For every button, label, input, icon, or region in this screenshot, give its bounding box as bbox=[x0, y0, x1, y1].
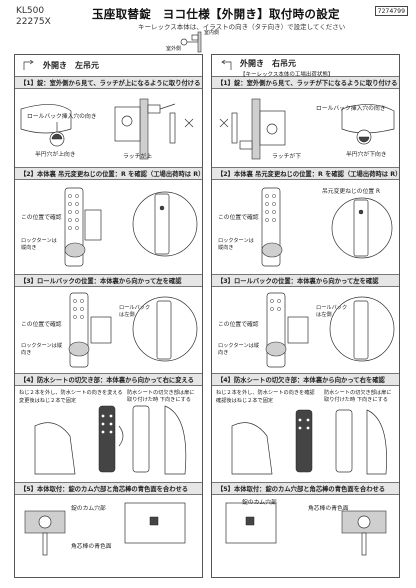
right-step-5-title: 【5】本体取付：錠のカム穴部と角芯棒の青色面を合わせる bbox=[212, 482, 399, 495]
left-step-3-panel: ロールバックは左側 この位置で確認 ロックターンは縦向き bbox=[15, 287, 202, 373]
model-line-1: KL500 bbox=[16, 6, 45, 16]
right-step-5-panel: 錠のカム穴部 角芯棒の青色面 bbox=[212, 495, 399, 557]
page-subtitle: キーレックス本体は、イラストの向き（タテ向き）で設定してください bbox=[138, 23, 346, 31]
right-step2-label-a: 吊元変更ねじの位置 R bbox=[322, 189, 381, 195]
left-step-4-panel: ねじ２本を外し、防水シートの向きを変える 変更後はねじ２本で固定 防水シートの切… bbox=[15, 386, 202, 482]
orientation-diagram: 室内側 室外側 bbox=[140, 30, 270, 54]
label-indoor: 室内側 bbox=[204, 30, 220, 36]
left-step4-label-a: ねじ２本を外し、防水シートの向きを変える bbox=[19, 390, 123, 396]
right-step1-label-b: 半円穴が下向き bbox=[346, 152, 387, 158]
factory-default-note: 【キーレックス本体の工場出荷状態】 bbox=[240, 72, 334, 78]
right-hinge-column: 外開き 右吊元 【キーレックス本体の工場出荷状態】 【1】錠：室外側から見て、ラ… bbox=[211, 54, 400, 578]
left-hinge-column: 外開き 左吊元 【1】錠：室外側から見て、ラッチが上になるように取り付ける ロー… bbox=[14, 54, 203, 578]
right-step5-label-a: 錠のカム穴部 bbox=[242, 500, 277, 506]
right-step1-label-c: ラッチが下 bbox=[272, 154, 301, 160]
left-step-2-panel: この位置で確認 ロックターンは縦向き bbox=[15, 180, 202, 274]
right-step4-label-b: 確認後はねじ２本で固定 bbox=[216, 398, 274, 404]
door-swing-arrow-icon bbox=[23, 60, 34, 70]
left-step2-label-b: ロックターンは縦向き bbox=[21, 238, 57, 251]
left-step-4-title: 【4】防水シートの切欠き部：本体裏から向かって右に変える bbox=[15, 373, 202, 386]
left-step1-label-b: 半円穴が上向き bbox=[35, 152, 76, 158]
right-step-4-title: 【4】防水シートの切欠き部：本体裏から向かって右を確認 bbox=[212, 373, 399, 386]
right-heading: 外開き 右吊元 【キーレックス本体の工場出荷状態】 bbox=[212, 55, 399, 78]
right-step-4-panel: ねじ２本を外し、防水シートの向きを確認 確認後はねじ２本で固定 防水シートの切欠… bbox=[212, 386, 399, 482]
label-outdoor: 室外側 bbox=[166, 46, 182, 52]
left-step5-label-b: 角芯棒の青色面 bbox=[71, 544, 112, 550]
right-step3-label-b: この位置で確認 bbox=[218, 322, 259, 328]
model-number: KL500 22275X bbox=[16, 6, 51, 28]
left-step4-label-b: 変更後はねじ２本で固定 bbox=[19, 398, 77, 404]
left-step1-label-c: ラッチが上 bbox=[123, 154, 152, 160]
left-step-5-title: 【5】本体取付：錠のカム穴部と角芯棒の青色面を合わせる bbox=[15, 482, 202, 495]
right-step-3-panel: ロールバックは左側 この位置で確認 ロックターンは縦向き bbox=[212, 287, 399, 373]
right-step3-label-a: ロールバックは左側 bbox=[316, 305, 348, 318]
left-step-3-title: 【3】ロールバックの位置：本体裏から向かって左を確認 bbox=[15, 274, 202, 287]
left-step1-label-a: ロールバック挿入穴の向き bbox=[27, 114, 97, 120]
left-step-2-title: 【2】本体裏 吊元変更ねじの位置：R を確認（工場出荷時は R） bbox=[15, 167, 202, 180]
left-step-1-panel: ロールバック挿入穴の向き 半円穴が上向き ラッチが上 bbox=[15, 89, 202, 167]
left-step2-label-a: この位置で確認 bbox=[21, 215, 62, 221]
right-step-2-title: 【2】本体裏 吊元変更ねじの位置：R を確認（工場出荷時は R） bbox=[212, 167, 399, 180]
left-step-1-title: 【1】錠：室外側から見て、ラッチが上になるように取り付ける bbox=[15, 76, 202, 89]
right-step-2-panel: 吊元変更ねじの位置 R この位置で確認 ロックターンは縦向き bbox=[212, 180, 399, 274]
right-step-1-title: 【1】錠：室外側から見て、ラッチが下になるように取り付ける bbox=[212, 76, 399, 89]
door-swing-arrow-icon bbox=[221, 60, 232, 70]
left-step3-label-c: ロックターンは縦向き bbox=[21, 343, 63, 356]
right-step-1-panel: ロールバック挿入穴の向き 半円穴が下向き ラッチが下 bbox=[212, 89, 399, 167]
right-step4-label-a: ねじ２本を外し、防水シートの向きを確認 bbox=[216, 390, 315, 396]
left-step5-label-a: 錠のカム穴部 bbox=[71, 506, 106, 512]
left-step-5-panel: 錠のカム穴部 角芯棒の青色面 bbox=[15, 495, 202, 557]
doc-code: 7274799 bbox=[374, 6, 408, 16]
left-step3-label-a: ロールバックは左側 bbox=[119, 305, 151, 318]
page-title: 玉座取替錠 ヨコ仕様【外開き】取付時の設定 bbox=[92, 7, 340, 21]
left-step4-label-c: 防水シートの切欠き部は扉に取り付けた時 下向きにする bbox=[127, 390, 195, 403]
right-step5-label-b: 角芯棒の青色面 bbox=[308, 506, 349, 512]
model-line-2: 22275X bbox=[16, 17, 51, 27]
right-step1-label-a: ロールバック挿入穴の向き bbox=[316, 106, 386, 112]
right-step4-label-c: 防水シートの切欠き部は扉に取り付けた時 下向きにする bbox=[324, 390, 392, 403]
right-step-3-title: 【3】ロールバックの位置：本体裏から向かって左を確認 bbox=[212, 274, 399, 287]
left-heading: 外開き 左吊元 bbox=[15, 55, 202, 76]
left-step3-label-b: この位置で確認 bbox=[21, 322, 62, 328]
right-step2-label-c: ロックターンは縦向き bbox=[218, 238, 254, 251]
right-step3-label-c: ロックターンは縦向き bbox=[218, 343, 260, 356]
right-step2-label-b: この位置で確認 bbox=[218, 215, 259, 221]
